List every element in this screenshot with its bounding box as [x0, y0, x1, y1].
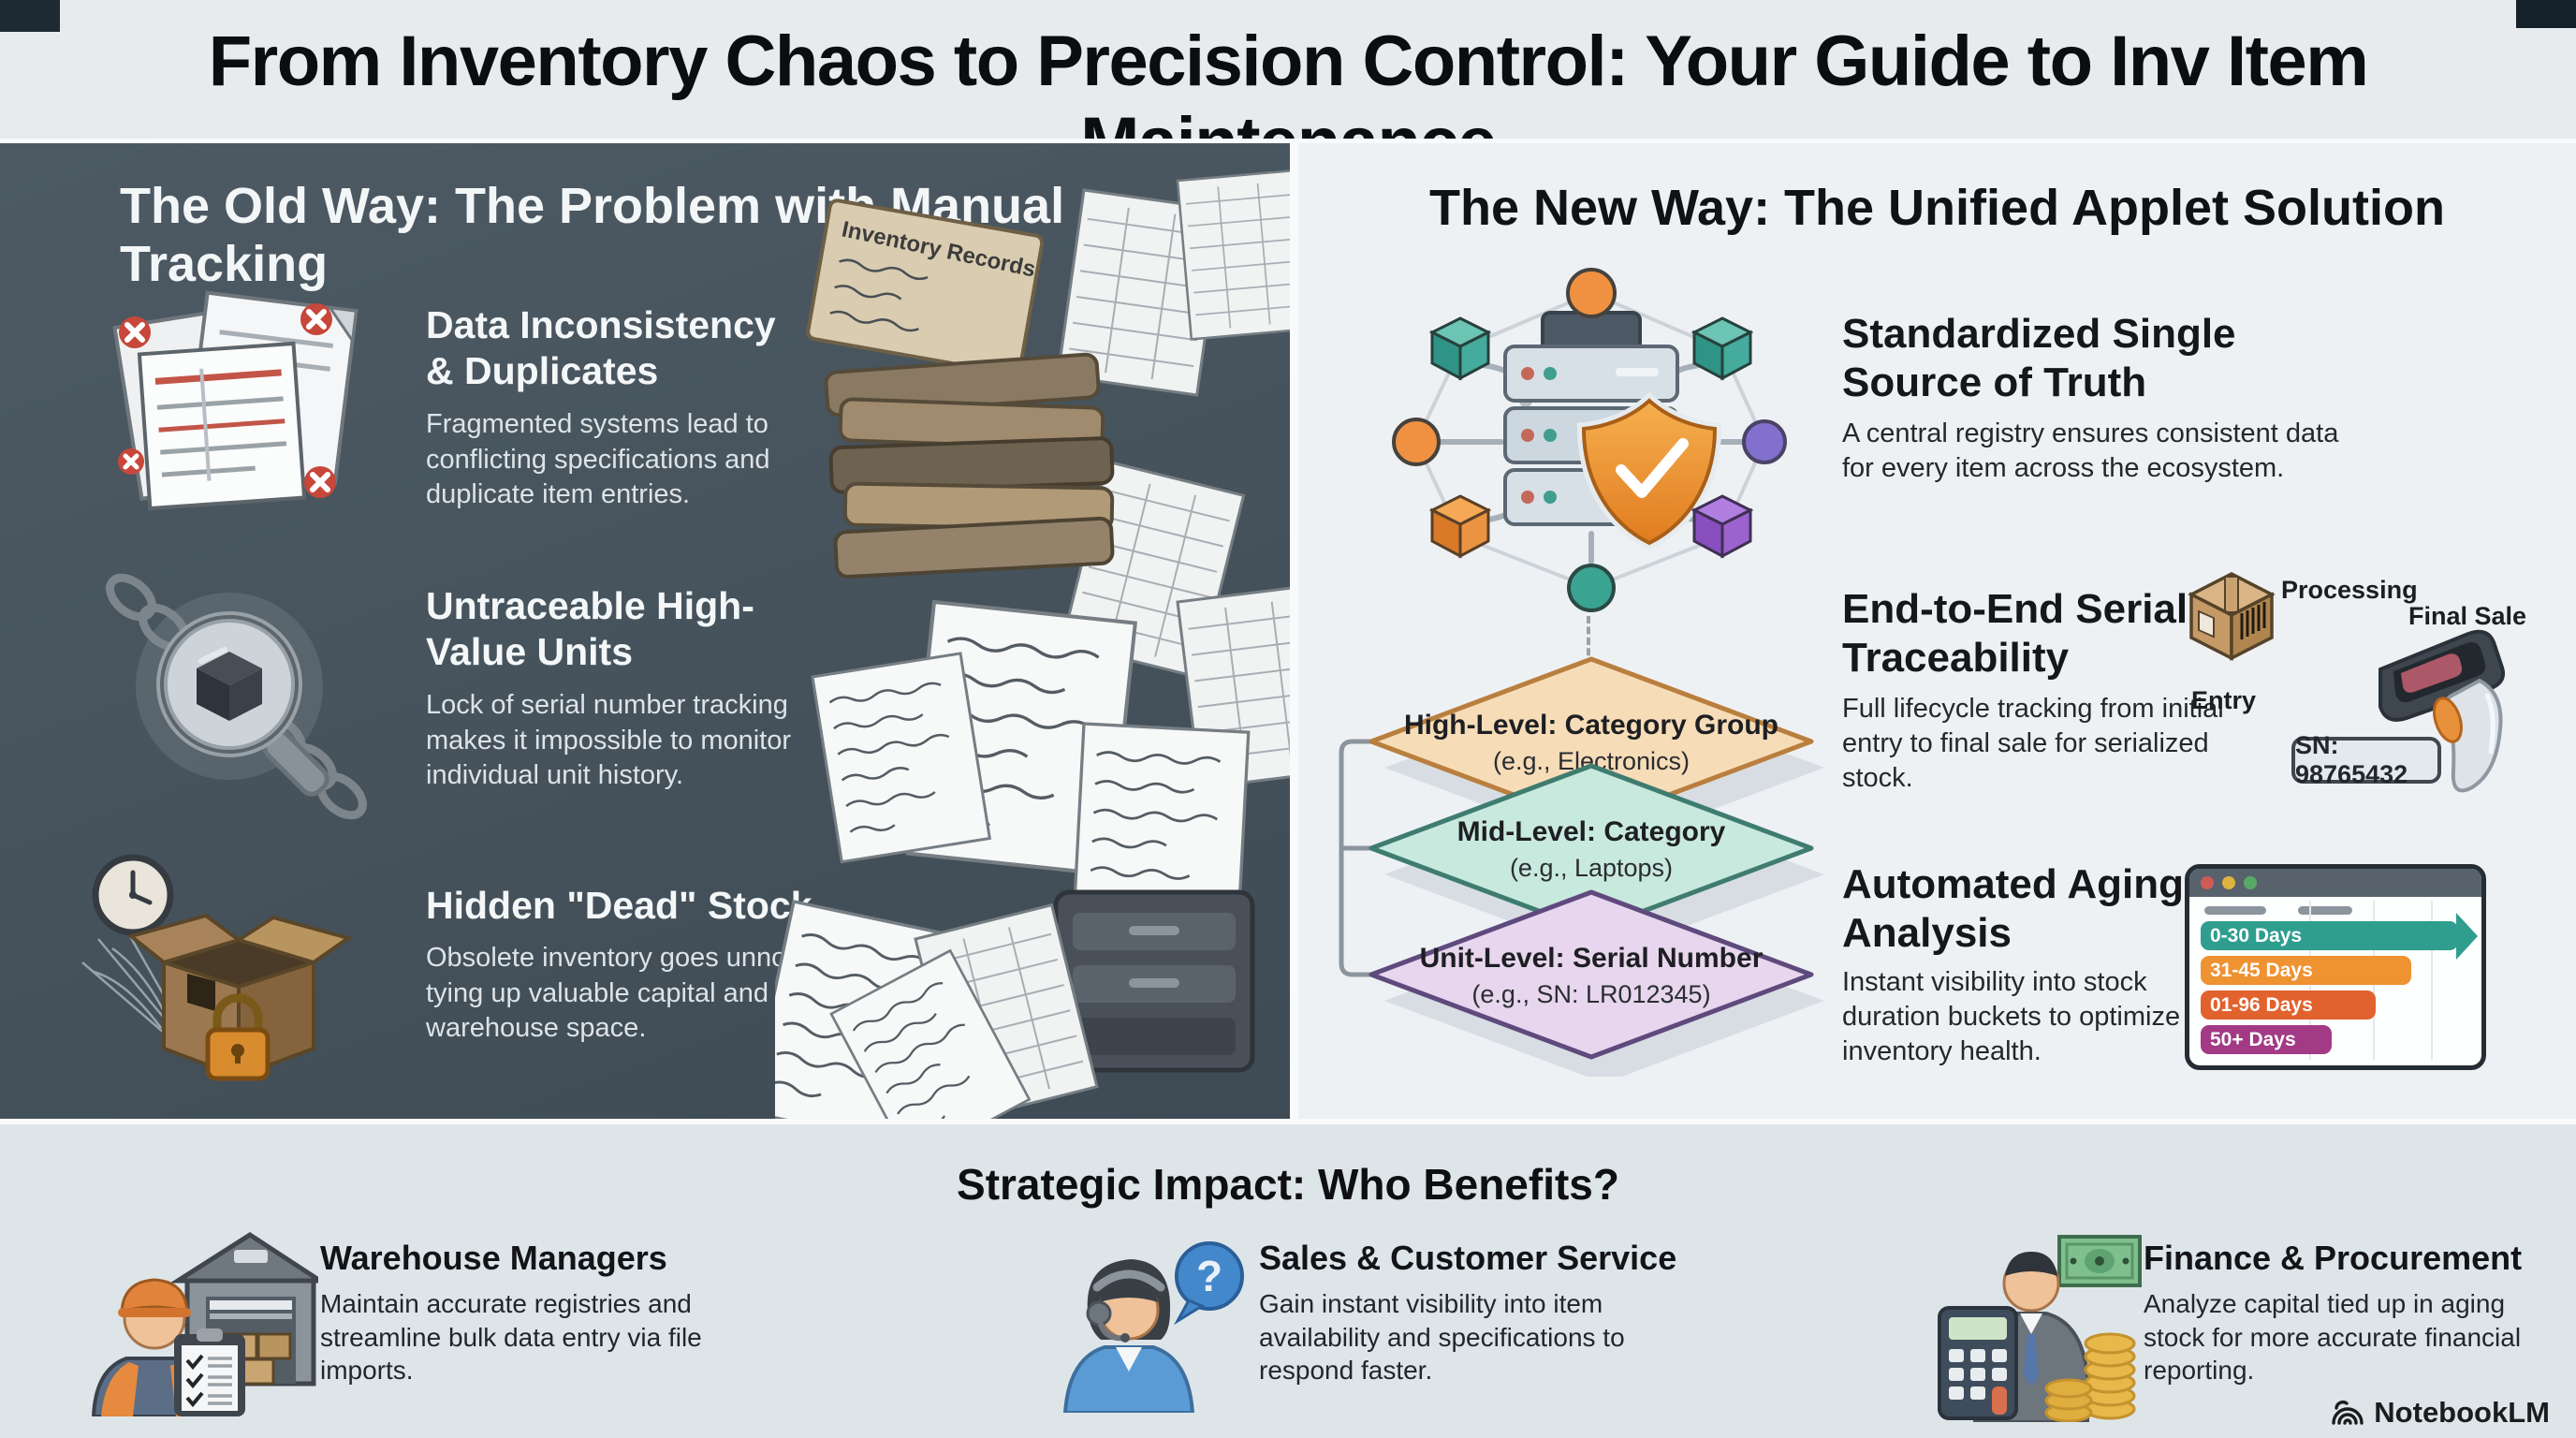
aging-bar-label: 0-30 Days	[2210, 924, 2303, 946]
divider	[0, 1119, 2576, 1124]
notebooklm-logo-icon	[2332, 1401, 2364, 1425]
impact-group-title: Sales & Customer Service	[1259, 1239, 1677, 1277]
impact-heading: Strategic Impact: Who Benefits?	[957, 1160, 1619, 1209]
shield-check-icon	[1576, 391, 1722, 550]
paper-pile-illustration: Inventory Records	[775, 169, 1290, 1119]
aging-bar-label: 50+ Days	[2210, 1028, 2296, 1050]
gridline	[2431, 901, 2433, 1060]
serial-number-badge: SN: 98765432	[2291, 731, 2441, 788]
browser-titlebar	[2189, 869, 2481, 897]
finance-icon	[1938, 1235, 2142, 1422]
old-way-item-title: Data Inconsistency & Duplicates	[426, 303, 776, 393]
trace-final-sale-label: Final Sale	[2408, 602, 2527, 630]
top-left-corner-mark	[0, 0, 60, 32]
impact-group-desc: Gain instant visibility into item availa…	[1259, 1289, 1625, 1386]
brand-label: NotebookLM	[2374, 1396, 2550, 1429]
widget-tab-pill	[2204, 906, 2266, 915]
calculator	[1938, 1306, 2018, 1420]
old-way-item-desc: Lock of serial number tracking makes it …	[426, 690, 792, 791]
support-agent-icon: ?	[1062, 1241, 1244, 1413]
node-cube-orange-lower-left	[1428, 494, 1492, 559]
hierarchy-diagram: High-Level: Category Group (e.g., Electr…	[1339, 656, 1824, 1077]
hierarchy-level-high: High-Level: Category Group (e.g., Electr…	[1368, 656, 1814, 827]
svg-text:Unit-Level: Serial Number: Unit-Level: Serial Number	[1420, 943, 1764, 974]
trace-processing-label: Processing	[2281, 576, 2418, 604]
question-bubble: ?	[1173, 1241, 1244, 1326]
notebooklm-brand: NotebookLM	[2331, 1396, 2550, 1430]
hierarchy-level-unit: Unit-Level: Serial Number (e.g., SN: LR0…	[1368, 889, 1814, 1060]
svg-text:(e.g., SN: LR012345): (e.g., SN: LR012345)	[1471, 980, 1710, 1008]
checklist-clipboard	[174, 1328, 245, 1416]
top-right-corner-mark	[2516, 0, 2576, 28]
arrow-head	[2455, 912, 2478, 960]
impact-group-title: Finance & Procurement	[2144, 1239, 2523, 1277]
central-registry-diagram	[1392, 268, 1787, 612]
node-circle-orange-top	[1566, 268, 1617, 318]
impact-group-desc: Maintain accurate registries and streaml…	[320, 1289, 702, 1386]
feature-desc: A central registry ensures consistent da…	[1842, 418, 2339, 483]
old-way-item-desc: Fragmented systems lead to conflicting s…	[426, 409, 770, 510]
impact-section: Strategic Impact: Who Benefits?	[0, 1124, 2576, 1438]
package-box-icon	[2188, 572, 2276, 661]
dead-stock-icon	[81, 854, 353, 1081]
new-way-heading: The New Way: The Unified Applet Solution	[1429, 180, 2445, 236]
open-box	[126, 913, 353, 1079]
node-cube-teal-upper-right	[1690, 316, 1754, 381]
warehouse-manager-icon	[91, 1232, 318, 1416]
feature-title: Automated Aging Analysis	[1842, 861, 2184, 956]
trace-entry-label: Entry	[2191, 686, 2257, 714]
aging-bar-31-45: 31-45 Days	[2201, 956, 2411, 985]
feature-title: End-to-End Serial Traceability	[1842, 586, 2188, 681]
widget-tab-pill	[2298, 906, 2352, 915]
hierarchy-connector-line	[1587, 616, 1590, 698]
barcode-scanner-icon	[2378, 629, 2505, 793]
cabinet	[1053, 889, 1255, 1073]
feature-title: Standardized Single Source of Truth	[1842, 311, 2236, 405]
impact-group-title: Warehouse Managers	[320, 1239, 667, 1277]
banknote	[2057, 1235, 2142, 1287]
aging-bar-0-30: 0-30 Days	[2201, 912, 2478, 960]
svg-text:(e.g., Laptops): (e.g., Laptops)	[1510, 854, 1673, 882]
folder-stack	[824, 352, 1115, 580]
dark-cube-in-lens	[197, 652, 262, 721]
old-way-item-title: Untraceable High-Value Units	[426, 584, 754, 674]
svg-text:Mid-Level: Category: Mid-Level: Category	[1457, 816, 1726, 847]
error-x-badges	[118, 303, 336, 498]
feature-desc: Instant visibility into stock duration b…	[1842, 967, 2181, 1066]
clock	[92, 854, 174, 936]
traffic-light-yellow	[2222, 876, 2235, 889]
duplicate-documents-icon	[112, 290, 359, 511]
node-cube-purple-lower-right	[1690, 494, 1754, 559]
new-way-panel: The New Way: The Unified Applet Solution	[1298, 143, 2576, 1119]
divider	[0, 139, 2576, 143]
impact-group-desc: Analyze capital tied up in aging stock f…	[2144, 1289, 2522, 1386]
coin-stacks	[2044, 1332, 2136, 1422]
svg-text:High-Level: Category Group: High-Level: Category Group	[1404, 710, 1778, 741]
aging-bar-label: 31-45 Days	[2210, 959, 2313, 981]
old-way-panel: The Old Way: The Problem with Manual Tra…	[0, 143, 1290, 1119]
aging-bar-61-90: 01-96 Days	[2201, 990, 2377, 1020]
aging-bar-label: 01-96 Days	[2210, 993, 2313, 1016]
magnifier-chain-icon	[106, 573, 367, 820]
node-circle-teal-bottom	[1567, 564, 1616, 612]
aging-analysis-widget: 0-30 Days 31-45 Days 01-96 Days 50+ Days	[2185, 864, 2486, 1070]
panel-divider	[1290, 142, 1298, 1119]
padlock	[205, 993, 271, 1081]
hierarchy-level-mid: Mid-Level: Category (e.g., Laptops)	[1368, 763, 1814, 933]
old-way-heading: The Old Way: The Problem with Manual Tra…	[120, 178, 1065, 292]
agent-person	[1062, 1259, 1195, 1413]
svg-text:?: ?	[1196, 1252, 1222, 1300]
node-circle-orange-left	[1392, 418, 1441, 466]
cobweb	[81, 929, 178, 1034]
old-way-item-title: Hidden "Dead" Stock	[426, 884, 812, 927]
traffic-light-red	[2201, 876, 2214, 889]
traffic-light-green	[2244, 876, 2257, 889]
feature-desc: Full lifecycle tracking from initial ent…	[1842, 694, 2224, 793]
node-circle-purple-right	[1742, 419, 1787, 464]
aging-bar-90plus: 50+ Days	[2201, 1025, 2333, 1054]
hierarchy-bracket	[1339, 739, 1372, 977]
node-cube-teal-upper-left	[1428, 316, 1492, 381]
